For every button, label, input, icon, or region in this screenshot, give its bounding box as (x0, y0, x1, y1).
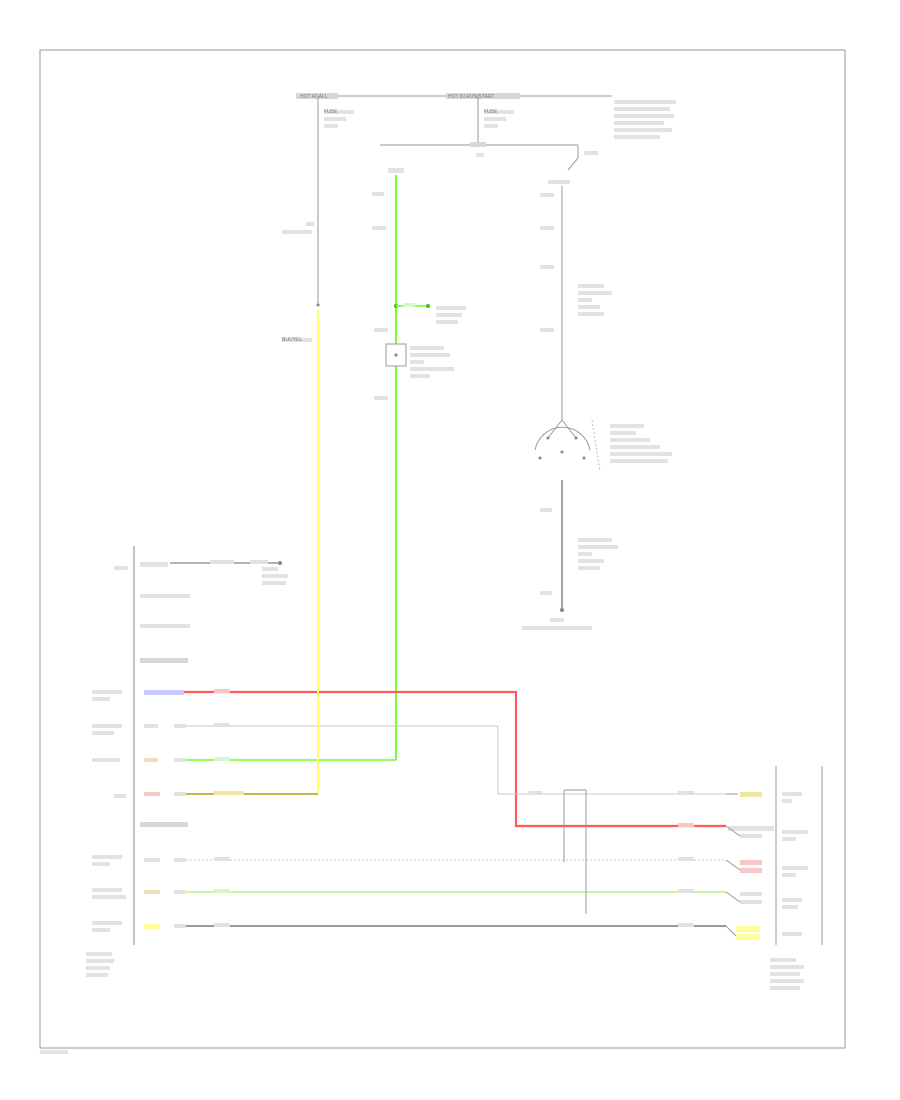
left-fuse-circuit: FUSE BLK/YEL (282, 96, 354, 343)
light-green-signal-wire (144, 889, 726, 894)
red-signal-wire (144, 689, 726, 828)
left-module-ecm (86, 546, 288, 977)
dotted-signal-wire-1 (144, 857, 726, 862)
top-bus-right-label: HOT IN RUN/START (448, 94, 494, 100)
fuse-right-label: FUSE (484, 109, 498, 115)
relay-box-note (614, 100, 676, 139)
transmission-switch-circuit (522, 180, 672, 630)
green-signal-wire (144, 757, 396, 762)
top-bus-left-label: HOT AT ALL (300, 94, 328, 100)
center-fuse-circuit: FUSE (380, 96, 598, 171)
diagram-frame (39, 49, 846, 1049)
shield-drops (563, 789, 587, 914)
fuse-left-label: FUSE (324, 109, 338, 115)
top-power-bus: HOT AT ALL HOT IN RUN/START (296, 93, 612, 100)
left-wire-color-label: BLK/YEL (282, 337, 303, 343)
right-module-tcm (725, 766, 823, 990)
yellow-signal-wire (144, 310, 319, 796)
fuse-left-label-block (324, 110, 354, 114)
figure-id-block (40, 1050, 68, 1054)
green-wire-circuit (372, 168, 466, 760)
gray-signal-wire (144, 923, 726, 929)
white-signal-wire (144, 723, 726, 795)
